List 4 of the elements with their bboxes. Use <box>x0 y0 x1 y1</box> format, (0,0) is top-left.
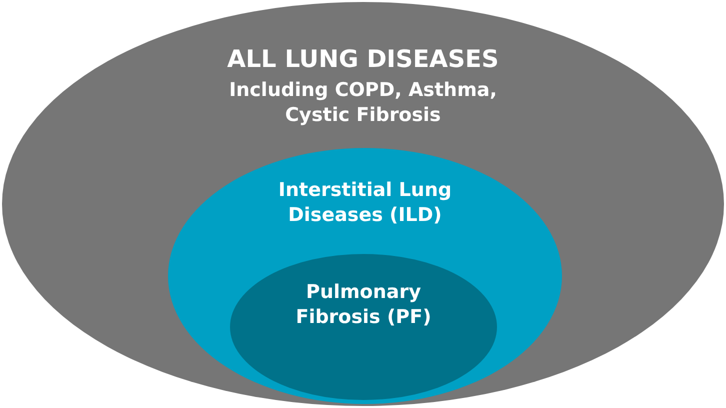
subheading-text: Including COPD, Asthma, Cystic Fibrosis <box>228 78 498 128</box>
heading-text: ALL LUNG DISEASES <box>226 44 500 75</box>
ellipse-label: Pulmonary Fibrosis (PF) <box>294 280 432 330</box>
ellipse-label: Interstitial Lung Diseases (ILD) <box>277 178 453 228</box>
